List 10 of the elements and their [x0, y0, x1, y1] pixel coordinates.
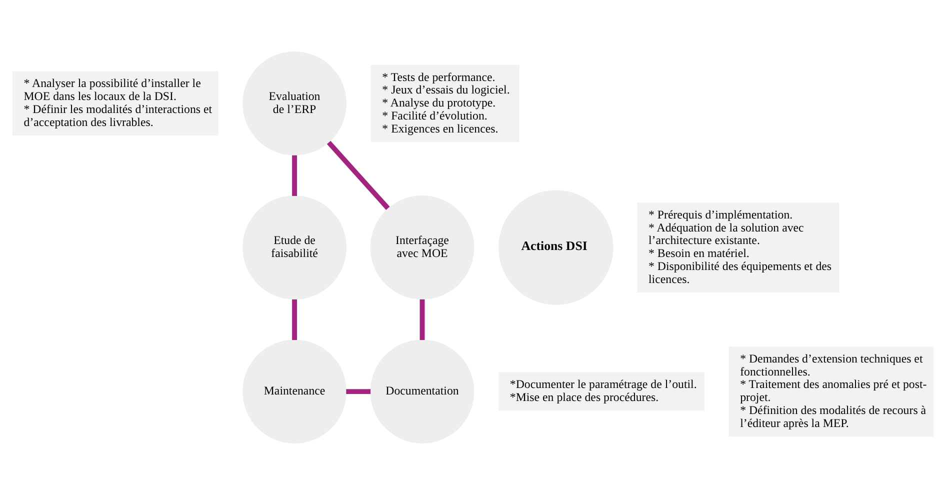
connector	[346, 388, 371, 394]
node-circle: Evaluation de l’ERP	[242, 50, 347, 155]
node-circle: Interfaçage avec MOE	[370, 195, 474, 299]
node-circle: Maintenance	[242, 339, 347, 444]
node-circle: Etude de faisabilité	[242, 195, 347, 299]
connector	[292, 154, 298, 196]
connector	[420, 298, 425, 340]
node-circle: Documentation	[370, 339, 474, 444]
connector	[326, 140, 390, 210]
connector	[292, 298, 298, 340]
